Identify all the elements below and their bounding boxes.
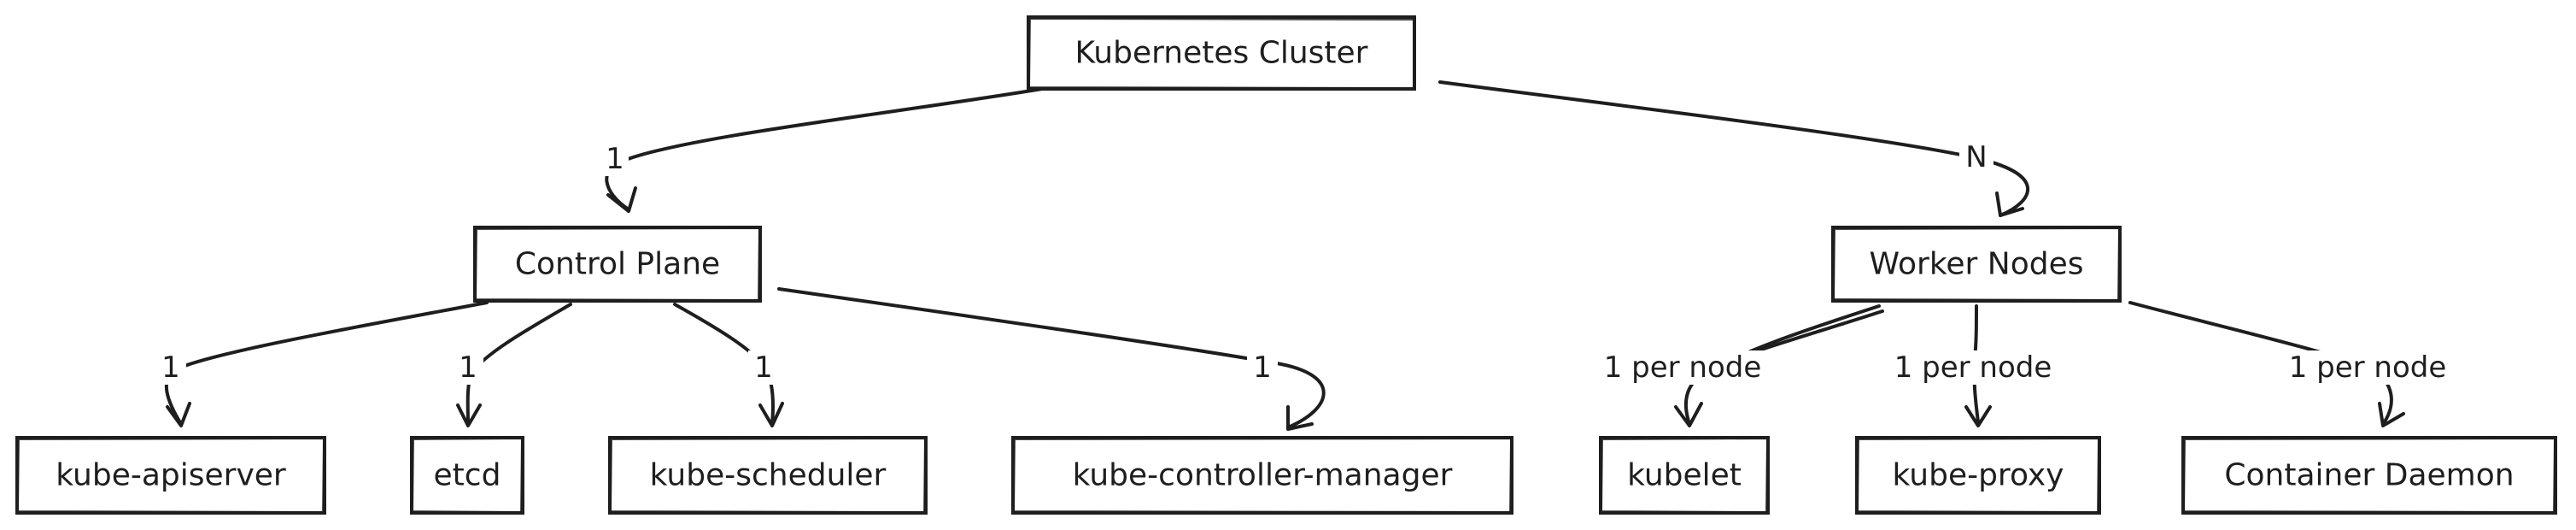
edge-label-cp-etcd: 1 [459,350,477,385]
node-kubelet[interactable]: kubelet [1599,436,1770,515]
edge-label-cluster-worker-nodes: N [1965,140,1987,174]
node-label: Kubernetes Cluster [1074,36,1367,71]
node-label: Worker Nodes [1870,247,2084,282]
node-kubernetes-cluster[interactable]: Kubernetes Cluster [1027,15,1416,91]
arrowhead-controller-manager [1286,405,1314,431]
edge-label-cp-apiserver: 1 [161,350,180,385]
node-kube-apiserver[interactable]: kube-apiserver [15,436,326,515]
edge-label-cluster-control-plane: 1 [606,142,624,176]
edge-label-cp-controller-manager: 1 [1253,350,1272,385]
node-label: etcd [434,458,501,493]
node-kube-scheduler[interactable]: kube-scheduler [608,436,928,515]
node-worker-nodes[interactable]: Worker Nodes [1831,226,2122,303]
edge-cluster-control-plane [605,87,1044,211]
edge-label-workers-container-daemon: 1 per node [2289,350,2447,385]
node-label: kubelet [1627,458,1742,493]
edge-cluster-worker-nodes [1438,80,2029,217]
arrowhead-container-daemon [2378,402,2405,427]
arrowhead-scheduler [758,402,784,427]
node-etcd[interactable]: etcd [410,436,524,515]
edge-label-workers-kubelet: 1 per node [1604,350,1762,385]
edge-label-workers-proxy: 1 per node [1894,350,2052,385]
nodes: Kubernetes Cluster Control Plane Worker … [15,15,2557,515]
edge-label-cp-scheduler: 1 [754,350,773,385]
node-kube-proxy[interactable]: kube-proxy [1855,436,2101,515]
edge-labels: 1 N 1 1 1 1 1 per node 1 per node 1 per … [155,140,2456,385]
node-label: kube-scheduler [650,458,887,493]
node-kube-controller-manager[interactable]: kube-controller-manager [1011,436,1513,515]
arrowhead-control-plane [606,186,637,213]
edge-cp-controller-manager [777,287,1326,429]
arrowhead-etcd [456,403,482,427]
node-container-daemon[interactable]: Container Daemon [2181,436,2557,515]
arrowhead-proxy [1964,405,1992,427]
node-label: Control Plane [515,247,720,282]
node-control-plane[interactable]: Control Plane [473,226,762,303]
arrowhead-apiserver [166,402,191,427]
edge-cp-apiserver [164,301,489,426]
arrowhead-worker-nodes [1995,191,2024,217]
node-label: kube-proxy [1893,458,2064,493]
arrowhead-kubelet [1674,402,1703,427]
node-label: kube-apiserver [56,458,286,493]
node-label: Container Daemon [2224,458,2514,493]
node-label: kube-controller-manager [1073,458,1453,493]
